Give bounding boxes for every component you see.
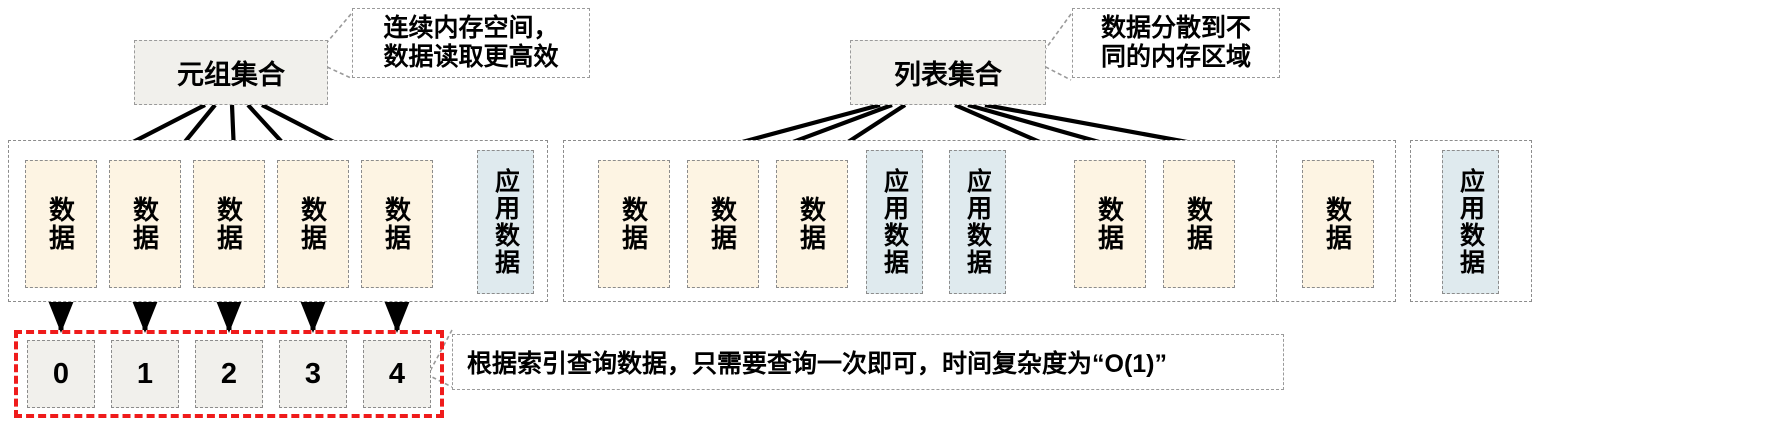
cell-label: 数据	[618, 196, 649, 252]
tuple-set-label: 元组集合	[177, 60, 285, 90]
callout-tuple-text: 连续内存空间， 数据读取更高效	[383, 13, 559, 72]
index-cell-1[interactable]: 1	[111, 340, 179, 408]
cell-data: 数据	[1302, 160, 1374, 288]
index-cell-label: 4	[388, 357, 406, 390]
cell-data: 数据	[25, 160, 97, 288]
cell-data: 数据	[1163, 160, 1235, 288]
list-set-box: 列表集合	[850, 40, 1046, 105]
caption-text: 根据索引查询数据，只需要查询一次即可，时间复杂度为“O(1)”	[467, 350, 1168, 378]
index-cell-2[interactable]: 2	[195, 340, 263, 408]
cell-label: 数据	[1094, 196, 1125, 252]
cell-label: 应用数据	[1456, 168, 1485, 276]
cell-label: 数据	[1322, 196, 1353, 252]
cell-label: 数据	[213, 196, 244, 252]
cell-app-data: 应用数据	[866, 150, 923, 294]
cell-label: 数据	[45, 196, 76, 252]
cell-data: 数据	[776, 160, 848, 288]
cell-data: 数据	[109, 160, 181, 288]
cell-app-data: 应用数据	[1442, 150, 1499, 294]
index-cell-0[interactable]: 0	[27, 340, 95, 408]
callout-list-text: 数据分散到不 同的内存区域	[1100, 13, 1251, 72]
index-cell-label: 3	[304, 357, 322, 390]
cell-label: 数据	[796, 196, 827, 252]
cell-label: 应用数据	[491, 168, 520, 276]
cell-label: 数据	[707, 196, 738, 252]
index-cell-3[interactable]: 3	[279, 340, 347, 408]
cell-label: 应用数据	[880, 168, 909, 276]
cell-data: 数据	[598, 160, 670, 288]
cell-app-data: 应用数据	[949, 150, 1006, 294]
index-cell-label: 0	[52, 357, 70, 390]
cell-label: 数据	[297, 196, 328, 252]
index-cell-4[interactable]: 4	[363, 340, 431, 408]
cell-data: 数据	[277, 160, 349, 288]
callout-tuple: 连续内存空间， 数据读取更高效	[352, 8, 590, 78]
cell-data: 数据	[361, 160, 433, 288]
cell-data: 数据	[193, 160, 265, 288]
index-cell-label: 2	[220, 357, 238, 390]
cell-label: 应用数据	[963, 168, 992, 276]
cell-app-data: 应用数据	[477, 150, 534, 294]
tuple-set-box: 元组集合	[134, 40, 328, 105]
cell-label: 数据	[381, 196, 412, 252]
cell-data: 数据	[1074, 160, 1146, 288]
cell-label: 数据	[129, 196, 160, 252]
index-cell-label: 1	[136, 357, 154, 390]
cell-label: 数据	[1183, 196, 1214, 252]
cell-data: 数据	[687, 160, 759, 288]
callout-list: 数据分散到不 同的内存区域	[1072, 8, 1280, 78]
caption-index-lookup: 根据索引查询数据，只需要查询一次即可，时间复杂度为“O(1)”	[452, 334, 1284, 390]
list-set-label: 列表集合	[894, 60, 1002, 90]
